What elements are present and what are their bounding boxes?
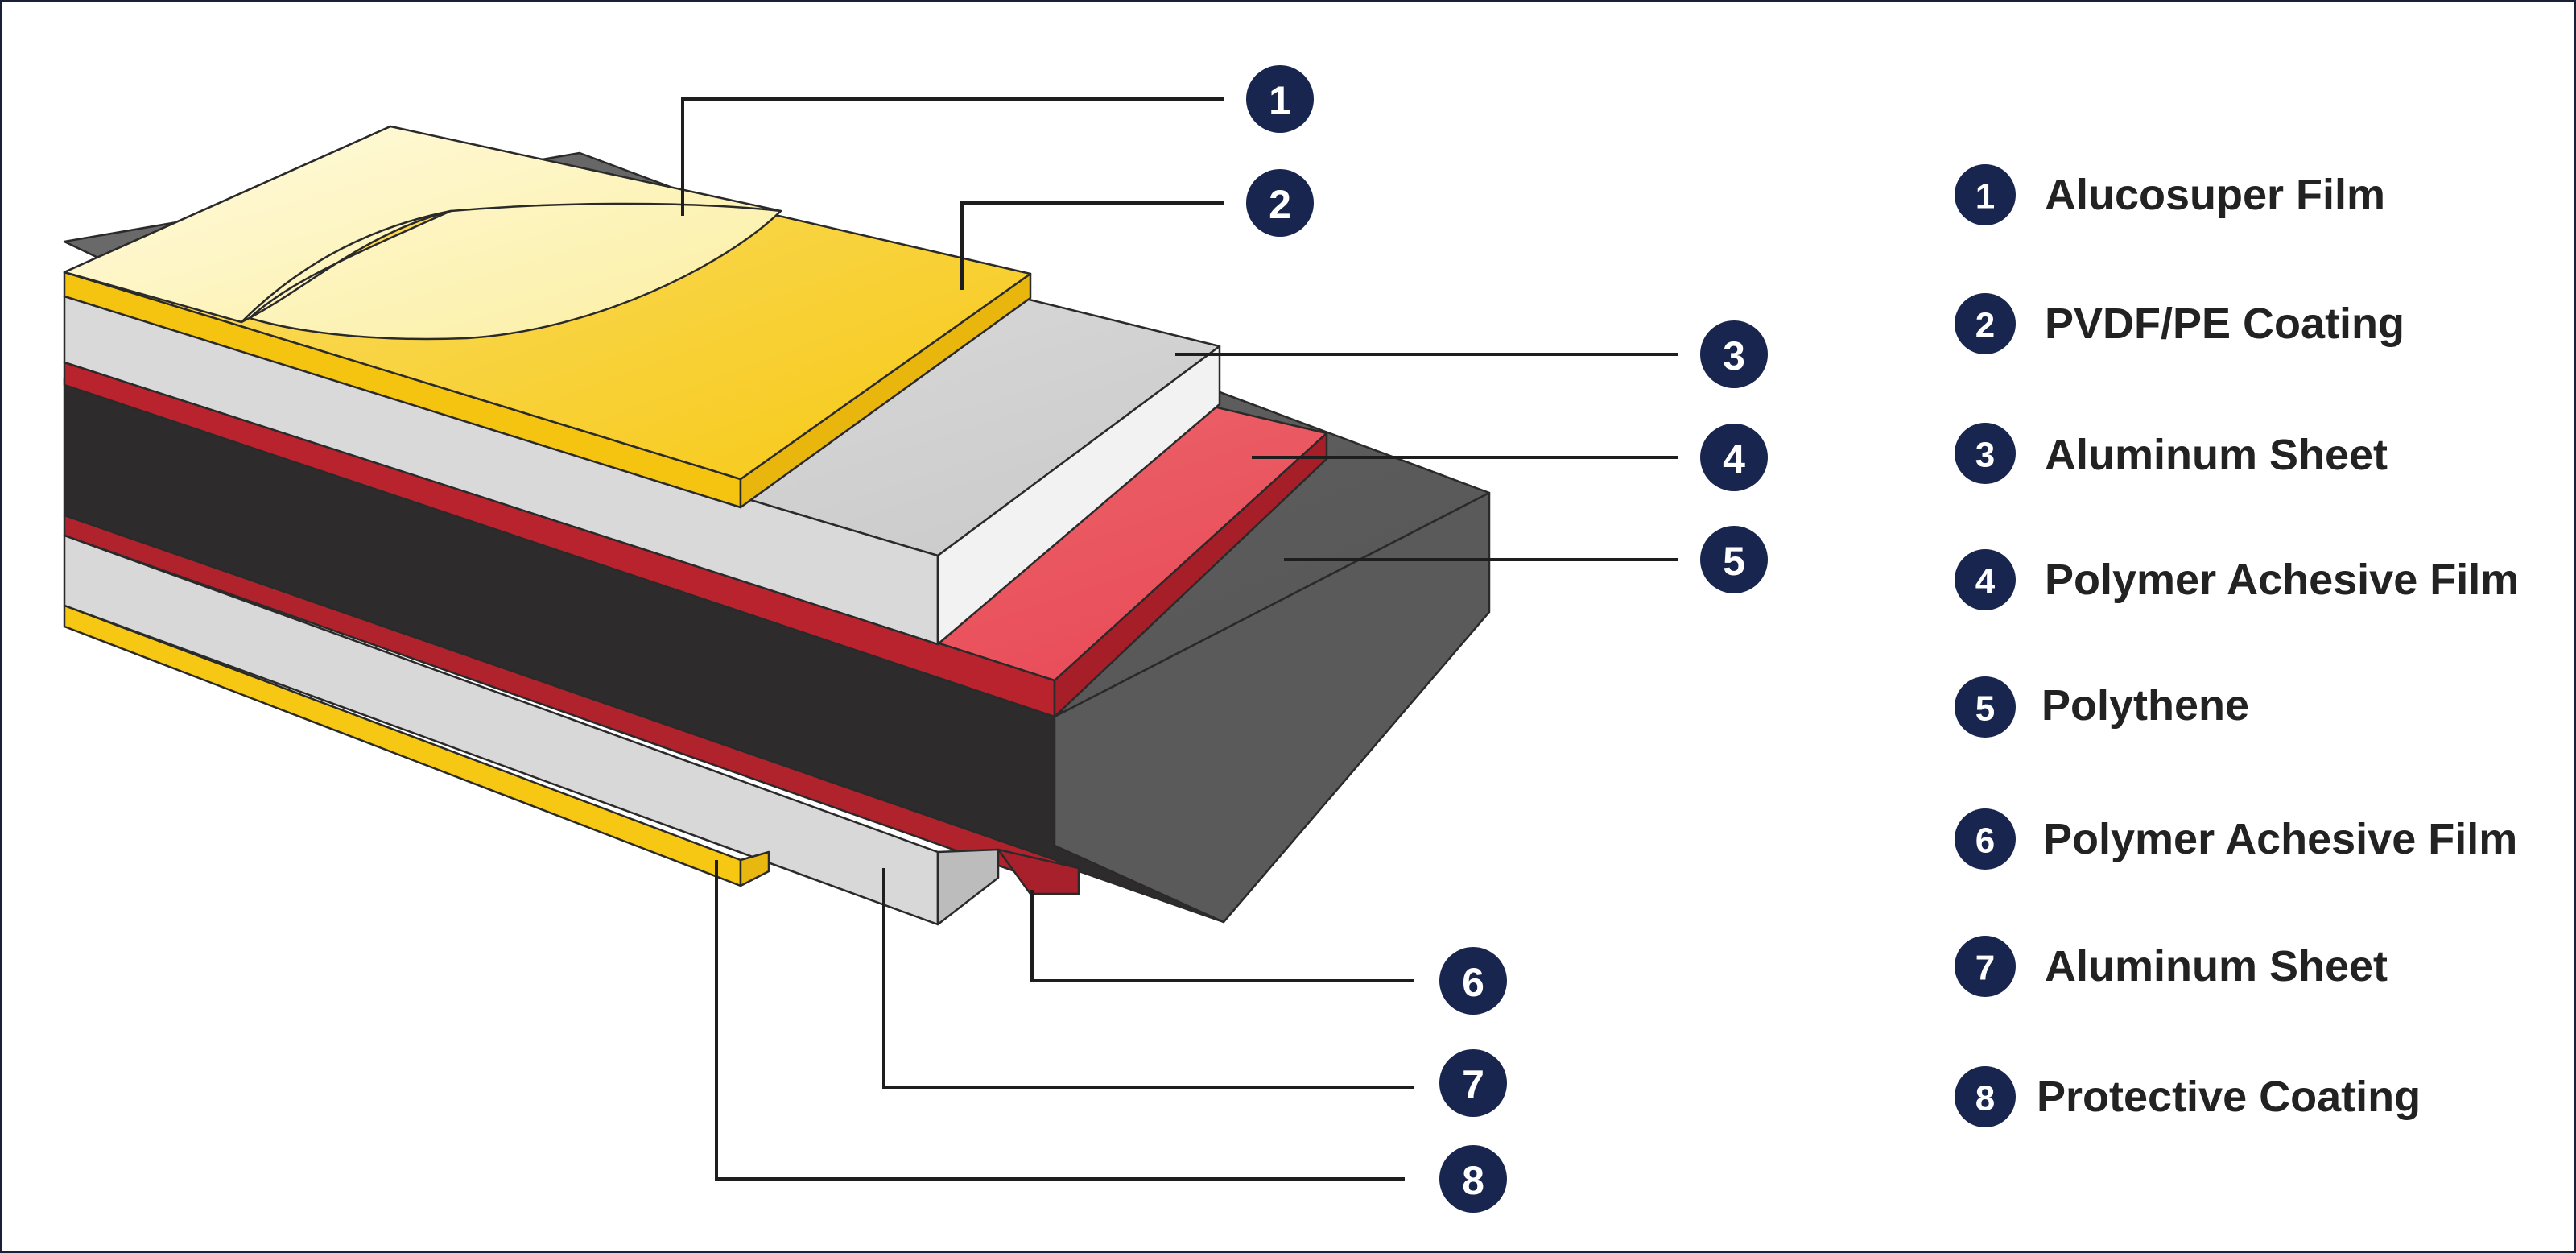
svg-text:5: 5 [1723,539,1745,584]
layer-stack [63,125,1491,926]
svg-text:7: 7 [1462,1062,1484,1107]
legend-label: Polythene [2041,681,2249,730]
leader-line-1 [681,97,1224,216]
legend-item-7: 7 Aluminum Sheet [1955,936,2388,997]
legend-item-3: 3 Aluminum Sheet [1955,423,2388,484]
svg-text:1: 1 [1269,78,1291,123]
svg-text:7: 7 [1975,949,1995,988]
legend-label: PVDF/PE Coating [2045,300,2405,348]
legend-label: Protective Coating [2037,1073,2421,1121]
callout-badge-2: 2 [1246,169,1314,237]
legend-label: Aluminum Sheet [2045,431,2388,479]
legend-label: Aluminum Sheet [2045,942,2388,990]
bottom-coating-end [739,850,770,887]
legend: 1 Alucosuper Film 2 PVDF/PE Coating 3 Al… [1955,164,2519,1127]
svg-text:8: 8 [1975,1079,1995,1119]
callout-badge-1: 1 [1246,65,1314,133]
legend-item-4: 4 Polymer Achesive Film [1955,549,2519,610]
svg-text:6: 6 [1462,960,1484,1005]
svg-text:1: 1 [1975,177,1995,217]
alucosuper-film [63,125,782,341]
svg-text:6: 6 [1975,821,1995,861]
upper-aluminum-end [936,345,1221,646]
film-peel-curve [241,202,782,323]
legend-item-8: 8 Protective Coating [1955,1066,2421,1127]
legend-label: Polymer Achesive Film [2043,815,2517,863]
leader-line-2 [960,201,1224,290]
callout-badge-7: 7 [1439,1049,1507,1117]
callout-badge-5: 5 [1700,526,1768,593]
lower-aluminum-end [936,848,1000,926]
legend-item-5: 5 Polythene [1955,676,2249,738]
legend-label: Polymer Achesive Film [2045,556,2519,604]
legend-item-6: 6 Polymer Achesive Film [1955,808,2517,870]
legend-item-2: 2 PVDF/PE Coating [1955,293,2405,354]
callout-badge-4: 4 [1700,424,1768,491]
leader-line-8 [715,860,1405,1181]
svg-text:3: 3 [1975,436,1995,475]
svg-text:3: 3 [1723,333,1745,378]
leader-line-6 [1030,890,1414,982]
svg-text:4: 4 [1723,436,1745,482]
callout-badge-3: 3 [1700,320,1768,388]
callout-badge-6: 6 [1439,947,1507,1015]
callout-badges: 1 2 3 4 5 6 7 8 [1246,65,1768,1213]
svg-text:8: 8 [1462,1158,1484,1203]
svg-text:2: 2 [1269,182,1291,227]
legend-item-1: 1 Alucosuper Film [1955,164,2385,225]
callout-badge-8: 8 [1439,1145,1507,1213]
core-end-face [1053,491,1491,924]
leader-lines [681,97,1678,1181]
svg-text:4: 4 [1975,562,1996,602]
svg-text:2: 2 [1975,306,1995,345]
lower-adhesive-end [997,848,1080,895]
svg-text:5: 5 [1975,689,1995,729]
legend-label: Alucosuper Film [2045,171,2385,219]
leader-line-7 [882,868,1414,1089]
